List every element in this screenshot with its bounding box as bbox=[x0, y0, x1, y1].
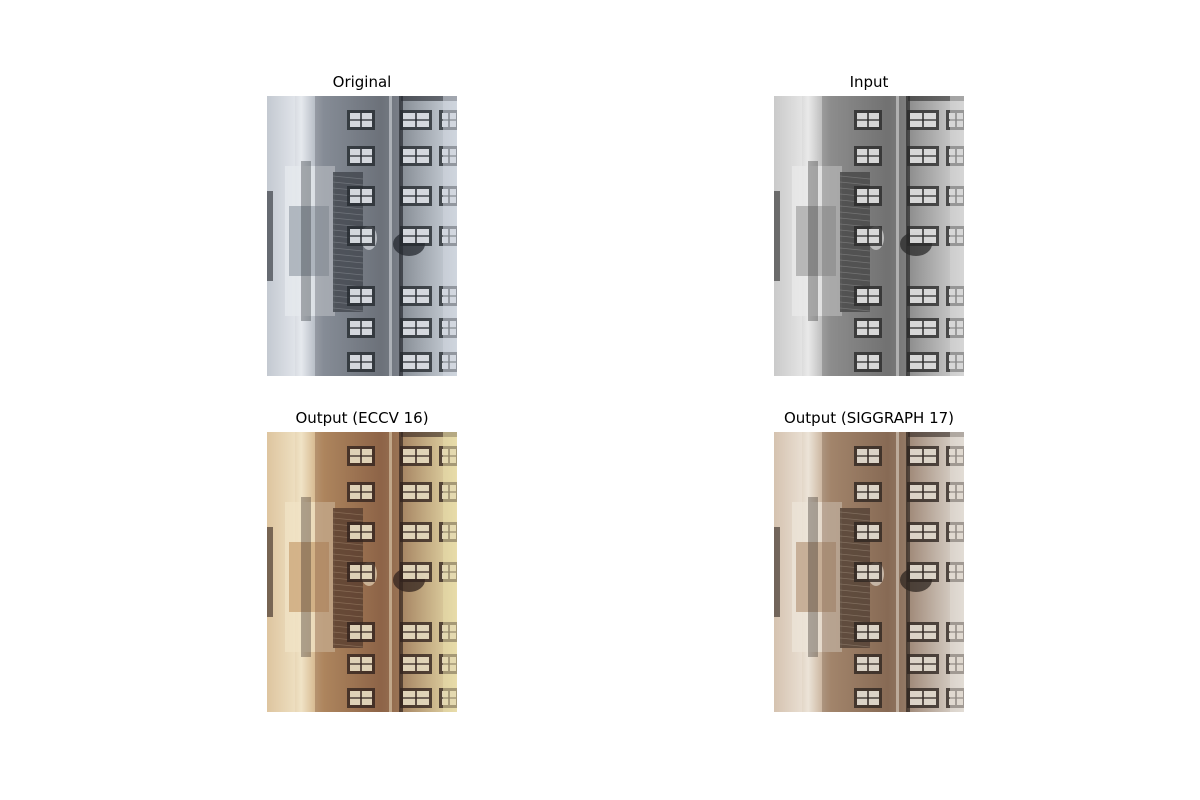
panel-title: Output (SIGGRAPH 17) bbox=[783, 409, 955, 427]
panel-original: Original bbox=[267, 73, 457, 376]
panel-input: Input bbox=[774, 73, 964, 376]
building-photo-original bbox=[267, 96, 457, 376]
panel-title: Original bbox=[332, 73, 392, 91]
panel-output-eccv16: Output (ECCV 16) bbox=[267, 409, 457, 712]
panel-output-siggraph17: Output (SIGGRAPH 17) bbox=[774, 409, 964, 712]
panel-title: Input bbox=[849, 73, 889, 91]
building-photo-eccv16 bbox=[267, 432, 457, 712]
building-photo-input bbox=[774, 96, 964, 376]
building-photo-siggraph17 bbox=[774, 432, 964, 712]
panel-title: Output (ECCV 16) bbox=[295, 409, 429, 427]
